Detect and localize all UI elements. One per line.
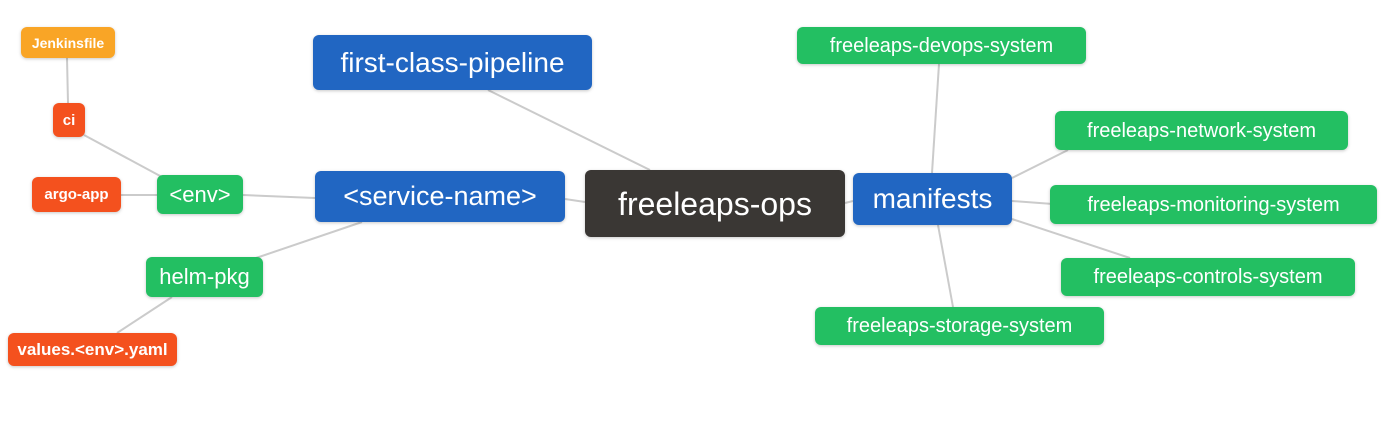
node-ci[interactable]: ci [53,103,85,137]
node-label: Jenkinsfile [31,34,105,51]
edge-service-name-to-freeleaps-ops [564,198,586,203]
node-label: freeleaps-monitoring-system [1087,193,1340,216]
edge-manifests-to-controls-system [1011,218,1131,259]
node-label: argo-app [44,186,109,203]
edge-manifests-to-devops-system [931,63,940,174]
node-devops-system[interactable]: freeleaps-devops-system [797,27,1086,64]
node-freeleaps-ops[interactable]: freeleaps-ops [585,170,845,237]
node-label: ci [62,111,76,129]
node-values-env-yaml[interactable]: values.<env>.yaml [8,333,177,366]
edge-manifests-to-monitoring-system [1011,200,1054,205]
node-label: freeleaps-ops [618,185,812,222]
edge-service-name-to-helm-pkg [255,221,363,259]
node-label: manifests [872,183,993,214]
edge-manifests-to-network-system [1011,149,1069,179]
node-label: <env> [169,181,231,207]
node-label: freeleaps-network-system [1087,119,1316,142]
node-network-system[interactable]: freeleaps-network-system [1055,111,1348,150]
node-label: values.<env>.yaml [17,340,168,359]
edge-env-to-service-name [242,194,316,199]
node-label: freeleaps-devops-system [829,34,1054,57]
node-label: freeleaps-controls-system [1093,266,1323,288]
node-first-class-pipeline[interactable]: first-class-pipeline [313,35,592,90]
edge-first-class-pipeline-to-freeleaps-ops [487,89,651,171]
node-controls-system[interactable]: freeleaps-controls-system [1061,258,1355,296]
node-storage-system[interactable]: freeleaps-storage-system [815,307,1104,345]
edge-manifests-to-storage-system [937,224,954,308]
node-jenkinsfile[interactable]: Jenkinsfile [21,27,115,58]
node-helm-pkg[interactable]: helm-pkg [146,257,263,297]
edge-freeleaps-ops-to-manifests [844,200,854,204]
node-label: helm-pkg [159,264,250,289]
node-service-name[interactable]: <service-name> [315,171,565,222]
edge-ci-to-env [83,134,163,178]
edge-helm-pkg-to-values-env-yaml [116,296,173,334]
node-monitoring-system[interactable]: freeleaps-monitoring-system [1050,185,1377,224]
node-manifests[interactable]: manifests [853,173,1012,225]
node-label: freeleaps-storage-system [846,315,1073,337]
node-label: <service-name> [343,181,537,211]
node-argo-app[interactable]: argo-app [32,177,121,212]
node-label: first-class-pipeline [340,46,565,78]
edge-jenkinsfile-to-ci [66,57,69,104]
node-env[interactable]: <env> [157,175,243,214]
